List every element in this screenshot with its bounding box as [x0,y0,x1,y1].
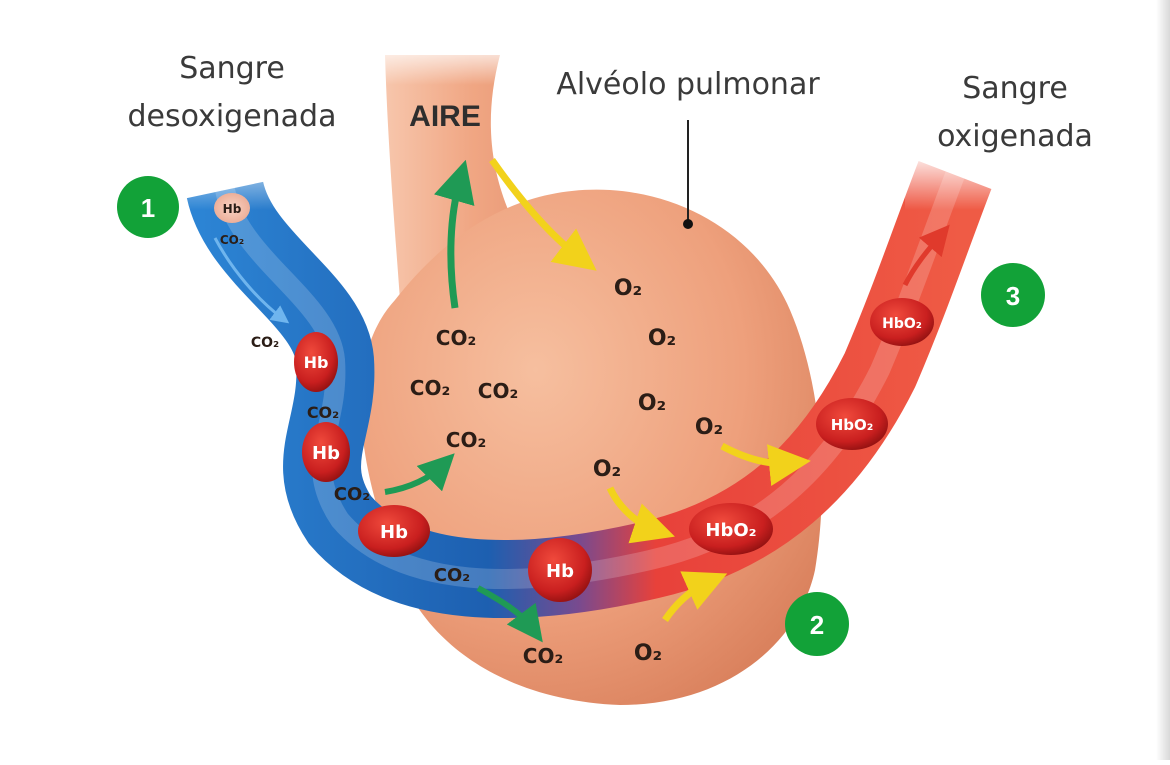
rbc-hb-3: Hb [358,505,430,557]
svg-text:1: 1 [141,193,155,223]
air-inhale-arrow [489,157,597,271]
o2-label: O₂ [593,457,621,482]
svg-text:Hb: Hb [546,561,574,582]
co2-label: CO₂ [334,484,370,505]
svg-text:HbO₂: HbO₂ [882,316,922,332]
alveolus-pointer-dot [683,219,693,229]
o2-label: O₂ [648,326,676,351]
oxygenated-label-line1: Sangre [962,71,1068,106]
rbc-hb-1: Hb [294,332,338,392]
rbc-hb-2: Hb [302,422,350,482]
o2-label: O₂ [638,391,666,416]
o2-label: O₂ [614,276,642,301]
deoxygenated-label-line1: Sangre [179,51,285,86]
rbc-hbo2-3: HbO₂ [870,298,934,346]
rbc-hbo2-2: HbO₂ [816,398,888,450]
co2-label: CO₂ [410,376,450,400]
co2-label: CO₂ [434,565,470,586]
o2-diffuse-arrow-2 [720,442,811,486]
co2-label: CO₂ [478,379,518,403]
alveolus-label: Alvéolo pulmonar [556,67,820,102]
rbc-hb-4: Hb [528,538,592,602]
o2-label: O₂ [695,415,723,440]
co2-diffuse-arrow-2 [476,585,543,643]
o2-diffuse-arrow-3 [662,571,728,622]
svg-text:Hb: Hb [223,202,242,216]
svg-text:Hb: Hb [304,353,329,372]
o2-label: O₂ [634,641,662,666]
svg-text:2: 2 [810,610,824,640]
o2-diffuse-arrow-1 [606,486,675,544]
deoxygenated-label-line2: desoxigenada [128,99,337,134]
co2-label: CO₂ [436,326,476,350]
svg-text:3: 3 [1006,281,1020,311]
co2-label: CO₂ [251,335,279,351]
svg-text:Hb: Hb [380,522,408,543]
co2-label: CO₂ [220,233,244,247]
svg-text:Hb: Hb [312,443,340,464]
co2-diffuse-arrow-1 [384,453,455,495]
co2-label: CO₂ [523,644,563,668]
oxygenated-flow-arrow [902,224,950,287]
step-badge-3: 3 [981,263,1045,327]
deoxygenated-flow-arrow [213,237,290,324]
air-label: AIRE [409,100,481,133]
svg-text:HbO₂: HbO₂ [831,416,874,434]
step-badge-2: 2 [785,592,849,656]
co2-exhale-arrow [434,159,475,309]
step-badge-1: 1 [117,176,179,238]
svg-text:HbO₂: HbO₂ [705,520,756,541]
alveolar-sac [360,189,822,705]
oxygenated-label-line2: oxigenada [937,119,1093,154]
page-edge-shadow [1156,0,1170,760]
rbc-hbo2-1: HbO₂ [689,503,773,555]
co2-label: CO₂ [446,428,486,452]
co2-label: CO₂ [307,403,339,422]
rbc-hb-pale: Hb [214,193,250,223]
